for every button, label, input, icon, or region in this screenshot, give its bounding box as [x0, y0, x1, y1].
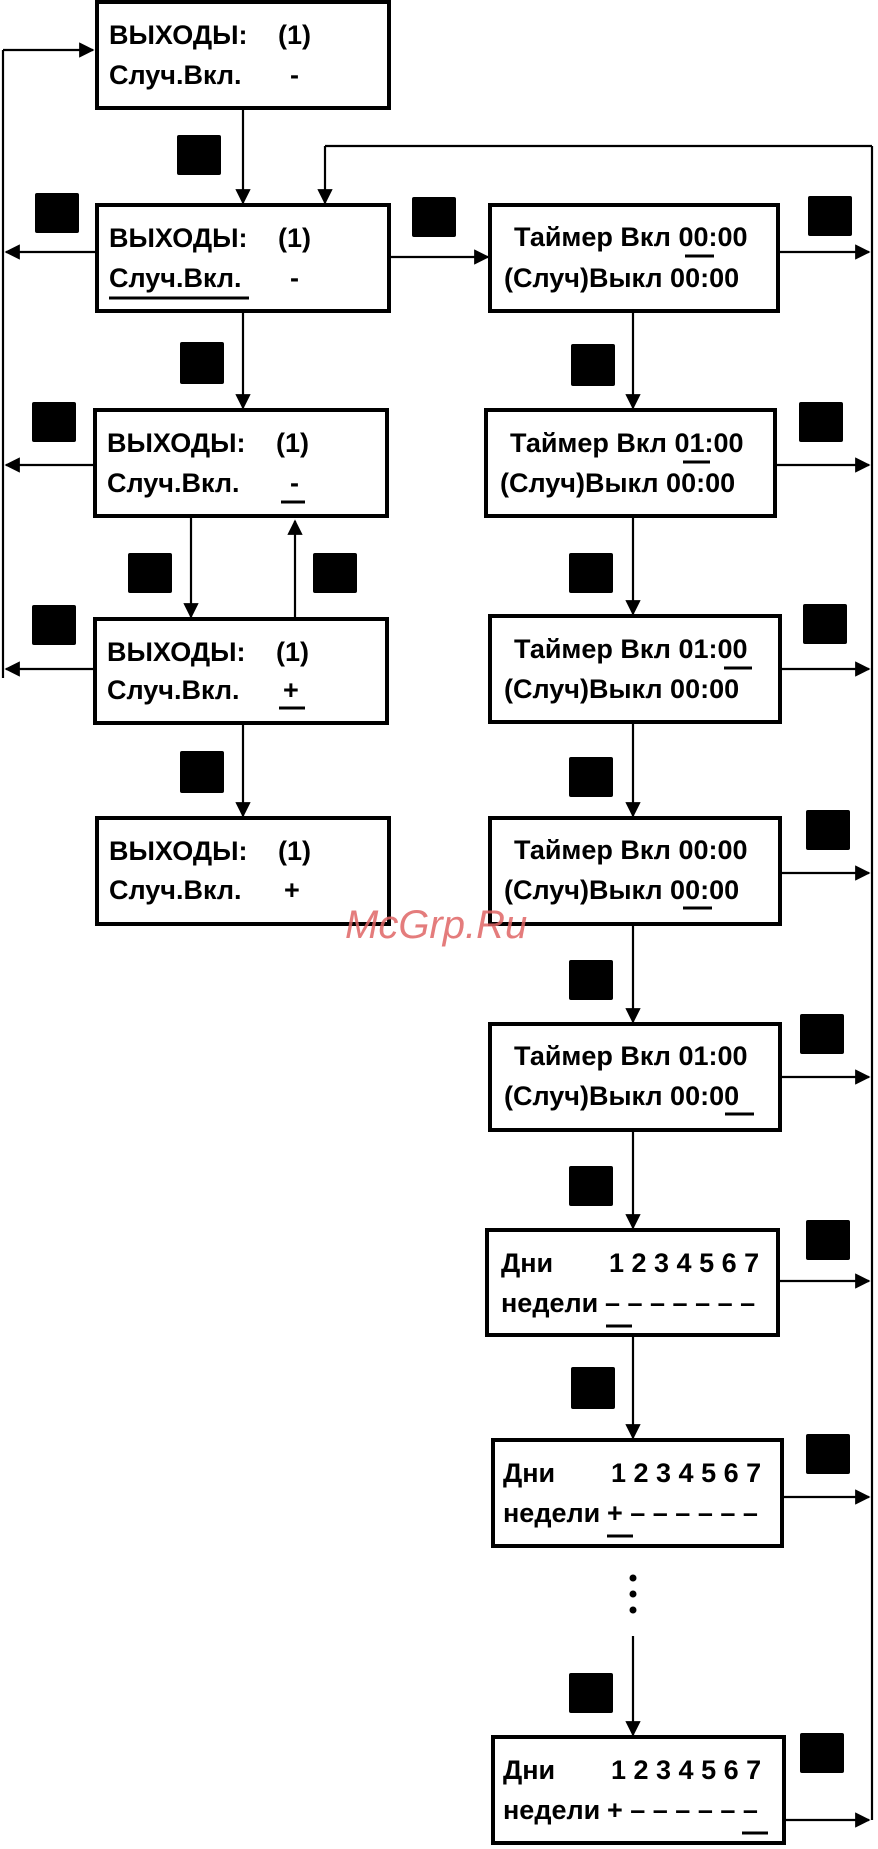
svg-text:(Случ)Выкл 00:00: (Случ)Выкл 00:00 — [504, 875, 739, 905]
param-label: Случ.Вкл. — [109, 875, 241, 905]
param-value: - — [290, 60, 299, 90]
svg-text:Таймер Вкл 01:00: Таймер Вкл 01:00 — [514, 634, 748, 664]
check-icon — [128, 553, 172, 593]
screen-title: ВЫХОДЫ: — [107, 428, 246, 458]
check-icon — [313, 553, 357, 593]
screen-outputs-param-selected: ВЫХОДЫ: (1) Случ.Вкл. - — [95, 203, 391, 313]
screen-title: ВЫХОДЫ: — [109, 20, 248, 50]
screen-days-2: Дни 1 2 3 4 5 6 7 недели + – – – – – – — [491, 1438, 784, 1548]
channel-number: (1) — [278, 836, 311, 866]
svg-text:Дни: Дни — [501, 1248, 553, 1278]
screen-days-1: Дни 1 2 3 4 5 6 7 недели – – – – – – – — [485, 1228, 780, 1337]
svg-text:1 2 3 4 5 6 7: 1 2 3 4 5 6 7 — [611, 1458, 761, 1488]
screen-timer-1: Таймер Вкл 00:00 (Случ)Выкл 00:00 — [488, 203, 780, 313]
param-value: - — [290, 468, 299, 498]
cycle-icon — [180, 342, 224, 384]
param-label: Случ.Вкл. — [107, 675, 239, 705]
cycle-icon — [571, 1367, 615, 1409]
param-value: - — [290, 263, 299, 293]
svg-text:(Случ)Выкл 00:00: (Случ)Выкл 00:00 — [504, 1081, 739, 1111]
cycle-icon — [180, 751, 224, 793]
screen-title: ВЫХОДЫ: — [107, 637, 246, 667]
param-value: + — [284, 875, 300, 905]
svg-text:+ – – – – – –: + – – – – – – — [607, 1498, 758, 1528]
check-icon — [569, 960, 613, 1000]
svg-text:+ – – – – – –: + – – – – – – — [607, 1795, 758, 1825]
cross-icon — [806, 810, 850, 850]
cross-icon — [800, 1014, 844, 1054]
screen-title: ВЫХОДЫ: — [109, 223, 248, 253]
screen-outputs-edit-plus: ВЫХОДЫ: (1) Случ.Вкл. + — [93, 617, 389, 725]
svg-text:(Случ)Выкл 00:00: (Случ)Выкл 00:00 — [500, 468, 735, 498]
svg-text:недели: недели — [503, 1795, 600, 1825]
check-icon — [177, 135, 221, 175]
check-icon — [569, 553, 613, 593]
channel-number: (1) — [276, 428, 309, 458]
param-label: Случ.Вкл. — [107, 468, 239, 498]
cross-icon — [806, 1434, 850, 1474]
svg-text:1 2 3 4 5 6 7: 1 2 3 4 5 6 7 — [609, 1248, 759, 1278]
channel-number: (1) — [278, 223, 311, 253]
svg-text:(Случ)Выкл 00:00: (Случ)Выкл 00:00 — [504, 674, 739, 704]
svg-text:Дни: Дни — [503, 1755, 555, 1785]
watermark: McGrp.Ru — [345, 903, 527, 947]
cross-icon — [799, 402, 843, 442]
svg-text:– – – – – – –: – – – – – – – — [605, 1288, 755, 1318]
cross-icon — [806, 1220, 850, 1260]
svg-text:1 2 3 4 5 6 7: 1 2 3 4 5 6 7 — [611, 1755, 761, 1785]
svg-text:недели: недели — [501, 1288, 598, 1318]
screen-outputs-edit-minus: ВЫХОДЫ: (1) Случ.Вкл. - — [93, 408, 389, 518]
param-value: + — [283, 675, 299, 705]
cross-icon — [32, 402, 76, 442]
channel-number: (1) — [278, 20, 311, 50]
check-icon — [569, 1166, 613, 1206]
param-label: Случ.Вкл. — [109, 263, 241, 293]
check-icon — [569, 1673, 613, 1713]
cross-icon — [803, 604, 847, 644]
screen-timer-4: Таймер Вкл 00:00 (Случ)Выкл 00:00 — [488, 816, 782, 926]
screen-days-3: Дни 1 2 3 4 5 6 7 недели + – – – – – – — [491, 1735, 786, 1845]
cycle-icon — [571, 344, 615, 386]
check-icon — [412, 197, 456, 237]
cross-icon — [32, 605, 76, 645]
screen-outputs-initial: ВЫХОДЫ: (1) Случ.Вкл. - — [95, 0, 391, 110]
svg-text:(Случ)Выкл 00:00: (Случ)Выкл 00:00 — [504, 263, 739, 293]
screen-outputs-result: ВЫХОДЫ: (1) Случ.Вкл. + — [95, 816, 391, 926]
screen-timer-3: Таймер Вкл 01:00 (Случ)Выкл 00:00 — [488, 614, 782, 724]
check-icon — [569, 757, 613, 797]
channel-number: (1) — [276, 637, 309, 667]
cross-icon — [35, 193, 79, 233]
svg-text:Таймер Вкл 00:00: Таймер Вкл 00:00 — [514, 835, 748, 865]
connectors — [1, 42, 874, 1828]
svg-text:Таймер Вкл 01:00: Таймер Вкл 01:00 — [514, 1041, 748, 1071]
svg-text:Таймер Вкл 00:00: Таймер Вкл 00:00 — [514, 222, 748, 252]
screen-timer-5: Таймер Вкл 01:00 (Случ)Выкл 00:00 — [488, 1022, 782, 1132]
ellipsis-dots — [629, 1574, 637, 1614]
svg-text:Дни: Дни — [503, 1458, 555, 1488]
check-icon — [800, 1733, 844, 1773]
param-label: Случ.Вкл. — [109, 60, 241, 90]
screen-timer-2: Таймер Вкл 01:00 (Случ)Выкл 00:00 — [484, 408, 777, 518]
svg-text:недели: недели — [503, 1498, 600, 1528]
cross-icon — [808, 196, 852, 236]
svg-text:Таймер Вкл 01:00: Таймер Вкл 01:00 — [510, 428, 744, 458]
screen-title: ВЫХОДЫ: — [109, 836, 248, 866]
